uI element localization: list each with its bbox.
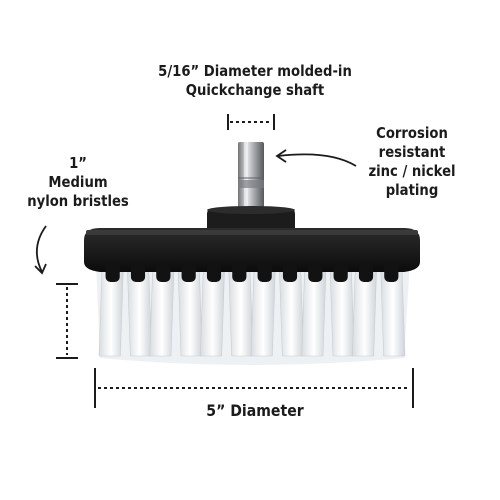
bristles-annotation-line1: 1” xyxy=(69,154,87,172)
base-tooth xyxy=(282,262,298,282)
base-tooth xyxy=(206,262,222,282)
bristles-annotation-line2: Medium xyxy=(48,173,108,191)
base-tooth xyxy=(257,262,272,282)
base-tooth xyxy=(308,262,323,282)
curved-arrow-down-icon xyxy=(34,225,47,275)
base-tooth xyxy=(333,262,348,282)
bristles-annotation: 1” Medium nylon bristles xyxy=(16,154,139,211)
brush-diameter-marker xyxy=(94,368,414,408)
shaft-annotation-line2: Quickchange shaft xyxy=(185,81,325,99)
base-tooth xyxy=(181,262,196,282)
shaft-diameter-marker xyxy=(227,114,275,130)
arrow-left-icon xyxy=(275,149,357,167)
bristles-annotation-line3: nylon bristles xyxy=(27,192,129,210)
brush-base xyxy=(84,228,420,282)
diameter-annotation: 5” Diameter xyxy=(193,401,316,420)
base-tooth xyxy=(384,262,399,282)
base-tooth xyxy=(156,262,171,282)
base-tooth xyxy=(232,262,247,282)
plating-annotation-line1: Corrosion xyxy=(376,124,448,142)
plating-annotation-line3: zinc / nickel xyxy=(368,162,456,180)
shaft-annotation-line1: 5/16” Diameter molded-in xyxy=(158,62,352,80)
plating-annotation-line4: plating xyxy=(385,181,439,199)
base-tooth xyxy=(130,262,146,282)
plating-annotation-line2: resistant xyxy=(378,143,446,161)
base-tooth xyxy=(105,262,120,282)
base-tooth xyxy=(358,262,374,282)
nylon-bristles xyxy=(96,262,410,365)
bristle-height-marker xyxy=(56,283,78,359)
diameter-annotation-line1: 5” Diameter xyxy=(206,401,304,420)
brush-hub xyxy=(207,206,295,230)
plating-annotation: Corrosion resistant zinc / nickel platin… xyxy=(359,124,465,200)
shaft-annotation: 5/16” Diameter molded-in Quickchange sha… xyxy=(127,62,382,100)
hex-shaft xyxy=(238,142,264,214)
